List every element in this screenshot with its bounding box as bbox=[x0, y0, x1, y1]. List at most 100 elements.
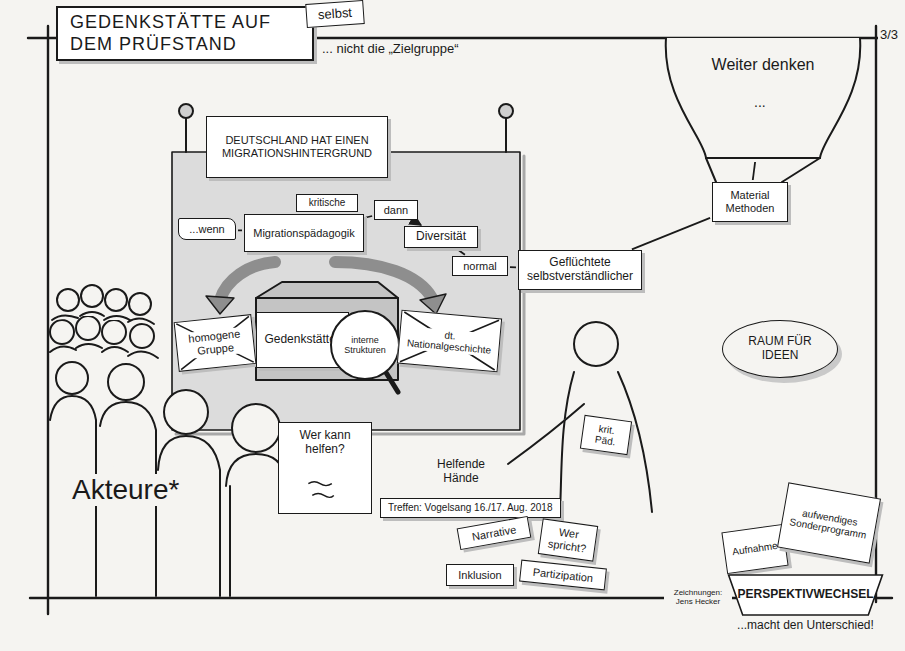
node-text: dann bbox=[384, 204, 408, 217]
tag-label: kritische bbox=[296, 194, 358, 212]
cross-out bbox=[176, 316, 253, 369]
node-text: DEUTSCHLAND HAT EINEN MIGRATIONSHINTERGR… bbox=[212, 134, 382, 159]
crossed-box: dt. Nationalgeschichte bbox=[397, 310, 502, 373]
basket-shape: PERSPEKTIVWECHSEL...macht den Unterschie… bbox=[727, 574, 884, 616]
audience bbox=[105, 289, 127, 311]
pole-knob bbox=[499, 104, 513, 118]
audience bbox=[81, 285, 103, 307]
presenter bbox=[508, 322, 652, 512]
audience bbox=[232, 404, 280, 452]
node-text: selbst bbox=[318, 5, 353, 22]
node-text: aufwendiges Sonderprogramm bbox=[787, 505, 872, 542]
crossed-box: homogene Gruppe bbox=[174, 314, 257, 372]
big-arrow bbox=[220, 262, 275, 300]
balloon-outline bbox=[666, 38, 861, 158]
tag-label: selbst bbox=[305, 0, 365, 28]
audience bbox=[52, 312, 154, 324]
balloon-basket: Material Methoden bbox=[712, 182, 788, 222]
box-flap bbox=[256, 282, 398, 298]
credit-label: Zeichnungen: Jens Hecker bbox=[664, 588, 732, 606]
tag-label: dann bbox=[374, 200, 418, 220]
screen bbox=[172, 152, 520, 430]
idea-oval: RAUM FÜR IDEEN bbox=[722, 320, 838, 378]
connector bbox=[510, 266, 516, 268]
frame bbox=[28, 26, 892, 614]
group-label: Akteure* bbox=[70, 474, 181, 506]
node-text: Geflüchtete selbstverständlicher bbox=[524, 256, 636, 284]
node-text: Inklusion bbox=[458, 569, 501, 582]
audience bbox=[76, 316, 100, 340]
connector bbox=[753, 162, 755, 180]
connector bbox=[457, 249, 465, 255]
card: krit. Päd. bbox=[580, 415, 632, 455]
audience bbox=[50, 344, 158, 358]
node-text: kritische bbox=[309, 197, 346, 209]
node-text: ...wenn bbox=[189, 223, 224, 236]
audience bbox=[57, 289, 79, 311]
audience bbox=[164, 390, 208, 434]
connector bbox=[238, 229, 242, 231]
screen-shadow bbox=[176, 156, 524, 434]
node-text: Wer spricht? bbox=[544, 524, 591, 555]
card: Narrative bbox=[457, 516, 532, 550]
connector bbox=[366, 216, 372, 218]
node-text: Diversität bbox=[416, 230, 466, 244]
cross-out bbox=[400, 312, 499, 370]
process-box: Migrationspädagogik bbox=[244, 214, 364, 252]
node-text: Material Methoden bbox=[718, 189, 782, 214]
audience bbox=[158, 436, 220, 596]
page-number: 3/3 bbox=[878, 28, 900, 43]
card: Wer spricht? bbox=[538, 518, 598, 561]
node-text: dt. Nationalgeschichte bbox=[404, 326, 495, 357]
balloon-rope bbox=[706, 158, 820, 182]
date-banner: Treffen: Vogelsang 16./17. Aug. 2018 bbox=[380, 498, 561, 518]
concept-box: Diversität bbox=[404, 226, 478, 248]
note-label: Helfende Hände bbox=[416, 458, 506, 486]
audience bbox=[108, 364, 144, 400]
node-text: interne Strukturen bbox=[336, 335, 394, 356]
magnifier-lens: interne Strukturen bbox=[330, 310, 400, 380]
title-text: GEDENKSTÄTTE AUF DEM PRÜFSTAND bbox=[70, 12, 300, 55]
concept-box: Geflüchtete selbstverständlicher bbox=[518, 250, 642, 290]
ribbon-label: ...wenn bbox=[178, 218, 236, 240]
connector bbox=[632, 218, 710, 249]
tag-label: normal bbox=[452, 256, 508, 276]
connector bbox=[414, 221, 421, 225]
big-arrow bbox=[335, 262, 432, 298]
audience bbox=[102, 320, 126, 344]
sketch bbox=[28, 26, 892, 614]
node-text: krit. Päd. bbox=[587, 421, 626, 449]
node-text: Narrative bbox=[471, 523, 517, 543]
node-text: PERSPEKTIVWECHSEL bbox=[737, 588, 873, 602]
big-arrow-head bbox=[206, 296, 234, 314]
node-text: Weiter denken bbox=[712, 56, 815, 74]
basket-outline bbox=[729, 575, 883, 615]
card: Partizipation bbox=[519, 560, 607, 591]
paper-scribble bbox=[308, 482, 333, 498]
audience bbox=[129, 293, 151, 315]
node-text: Aufnahme bbox=[732, 540, 779, 558]
presenter bbox=[560, 372, 652, 512]
audience bbox=[50, 320, 74, 344]
node-text: Partizipation bbox=[532, 566, 594, 585]
node-text: RAUM FÜR IDEEN bbox=[729, 335, 831, 363]
node-subtext: ...macht den Unterschied! bbox=[735, 619, 876, 633]
audience bbox=[130, 324, 154, 348]
pole-knob bbox=[179, 104, 193, 118]
paper-sheet: Wer kann helfen? bbox=[278, 422, 372, 514]
node-text: Migrationspädagogik bbox=[253, 227, 355, 240]
card: Inklusion bbox=[446, 564, 514, 586]
note-label: ... nicht die „Zielgruppe“ bbox=[320, 42, 461, 57]
card: aufwendiges Sonderprogramm bbox=[777, 482, 881, 563]
statement-box: DEUTSCHLAND HAT EINEN MIGRATIONSHINTERGR… bbox=[206, 116, 388, 178]
node-text: Treffen: Vogelsang 16./17. Aug. 2018 bbox=[388, 502, 553, 514]
presenter bbox=[574, 322, 618, 366]
pointing-arm bbox=[508, 404, 584, 464]
node-text: Wer kann helfen? bbox=[285, 429, 365, 457]
ellipsis-label: ... bbox=[752, 94, 768, 110]
title-box: GEDENKSTÄTTE AUF DEM PRÜFSTAND bbox=[56, 6, 314, 61]
node-text: normal bbox=[463, 260, 497, 273]
audience bbox=[56, 362, 88, 394]
